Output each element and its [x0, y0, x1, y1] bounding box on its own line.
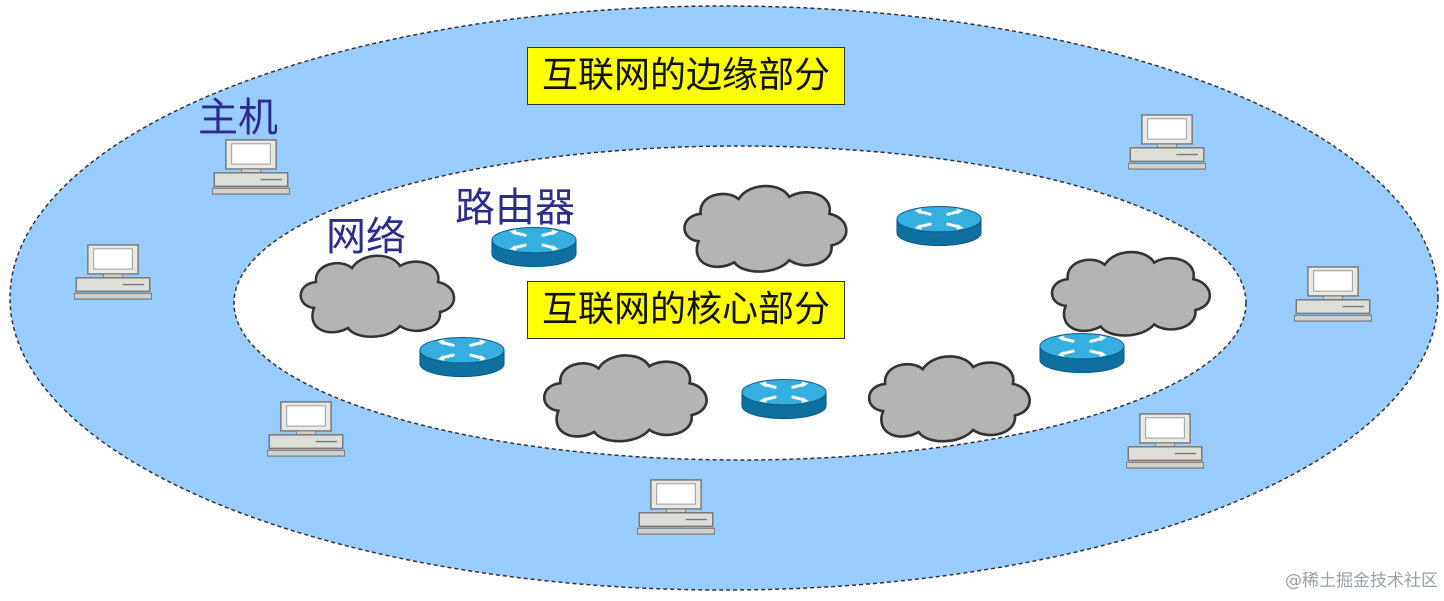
cloud-network-icon	[1050, 250, 1212, 337]
router-icon	[895, 205, 983, 248]
router-icon	[740, 378, 828, 421]
router-icon	[490, 226, 578, 269]
router-icon	[418, 336, 506, 379]
core-title: 互联网的核心部分	[527, 281, 846, 339]
network-label: 网络	[326, 214, 406, 260]
cloud-network-icon	[542, 354, 708, 443]
cloud-network-icon	[299, 254, 456, 339]
router-label: 路由器	[455, 185, 575, 231]
host-label: 主机	[198, 95, 278, 141]
cloud-network-icon	[683, 184, 848, 273]
watermark: @稀土掘金技术社区	[1285, 571, 1438, 591]
router-icon	[1038, 332, 1126, 375]
edge-title: 互联网的边缘部分	[527, 47, 846, 105]
cloud-network-icon	[867, 355, 1031, 443]
